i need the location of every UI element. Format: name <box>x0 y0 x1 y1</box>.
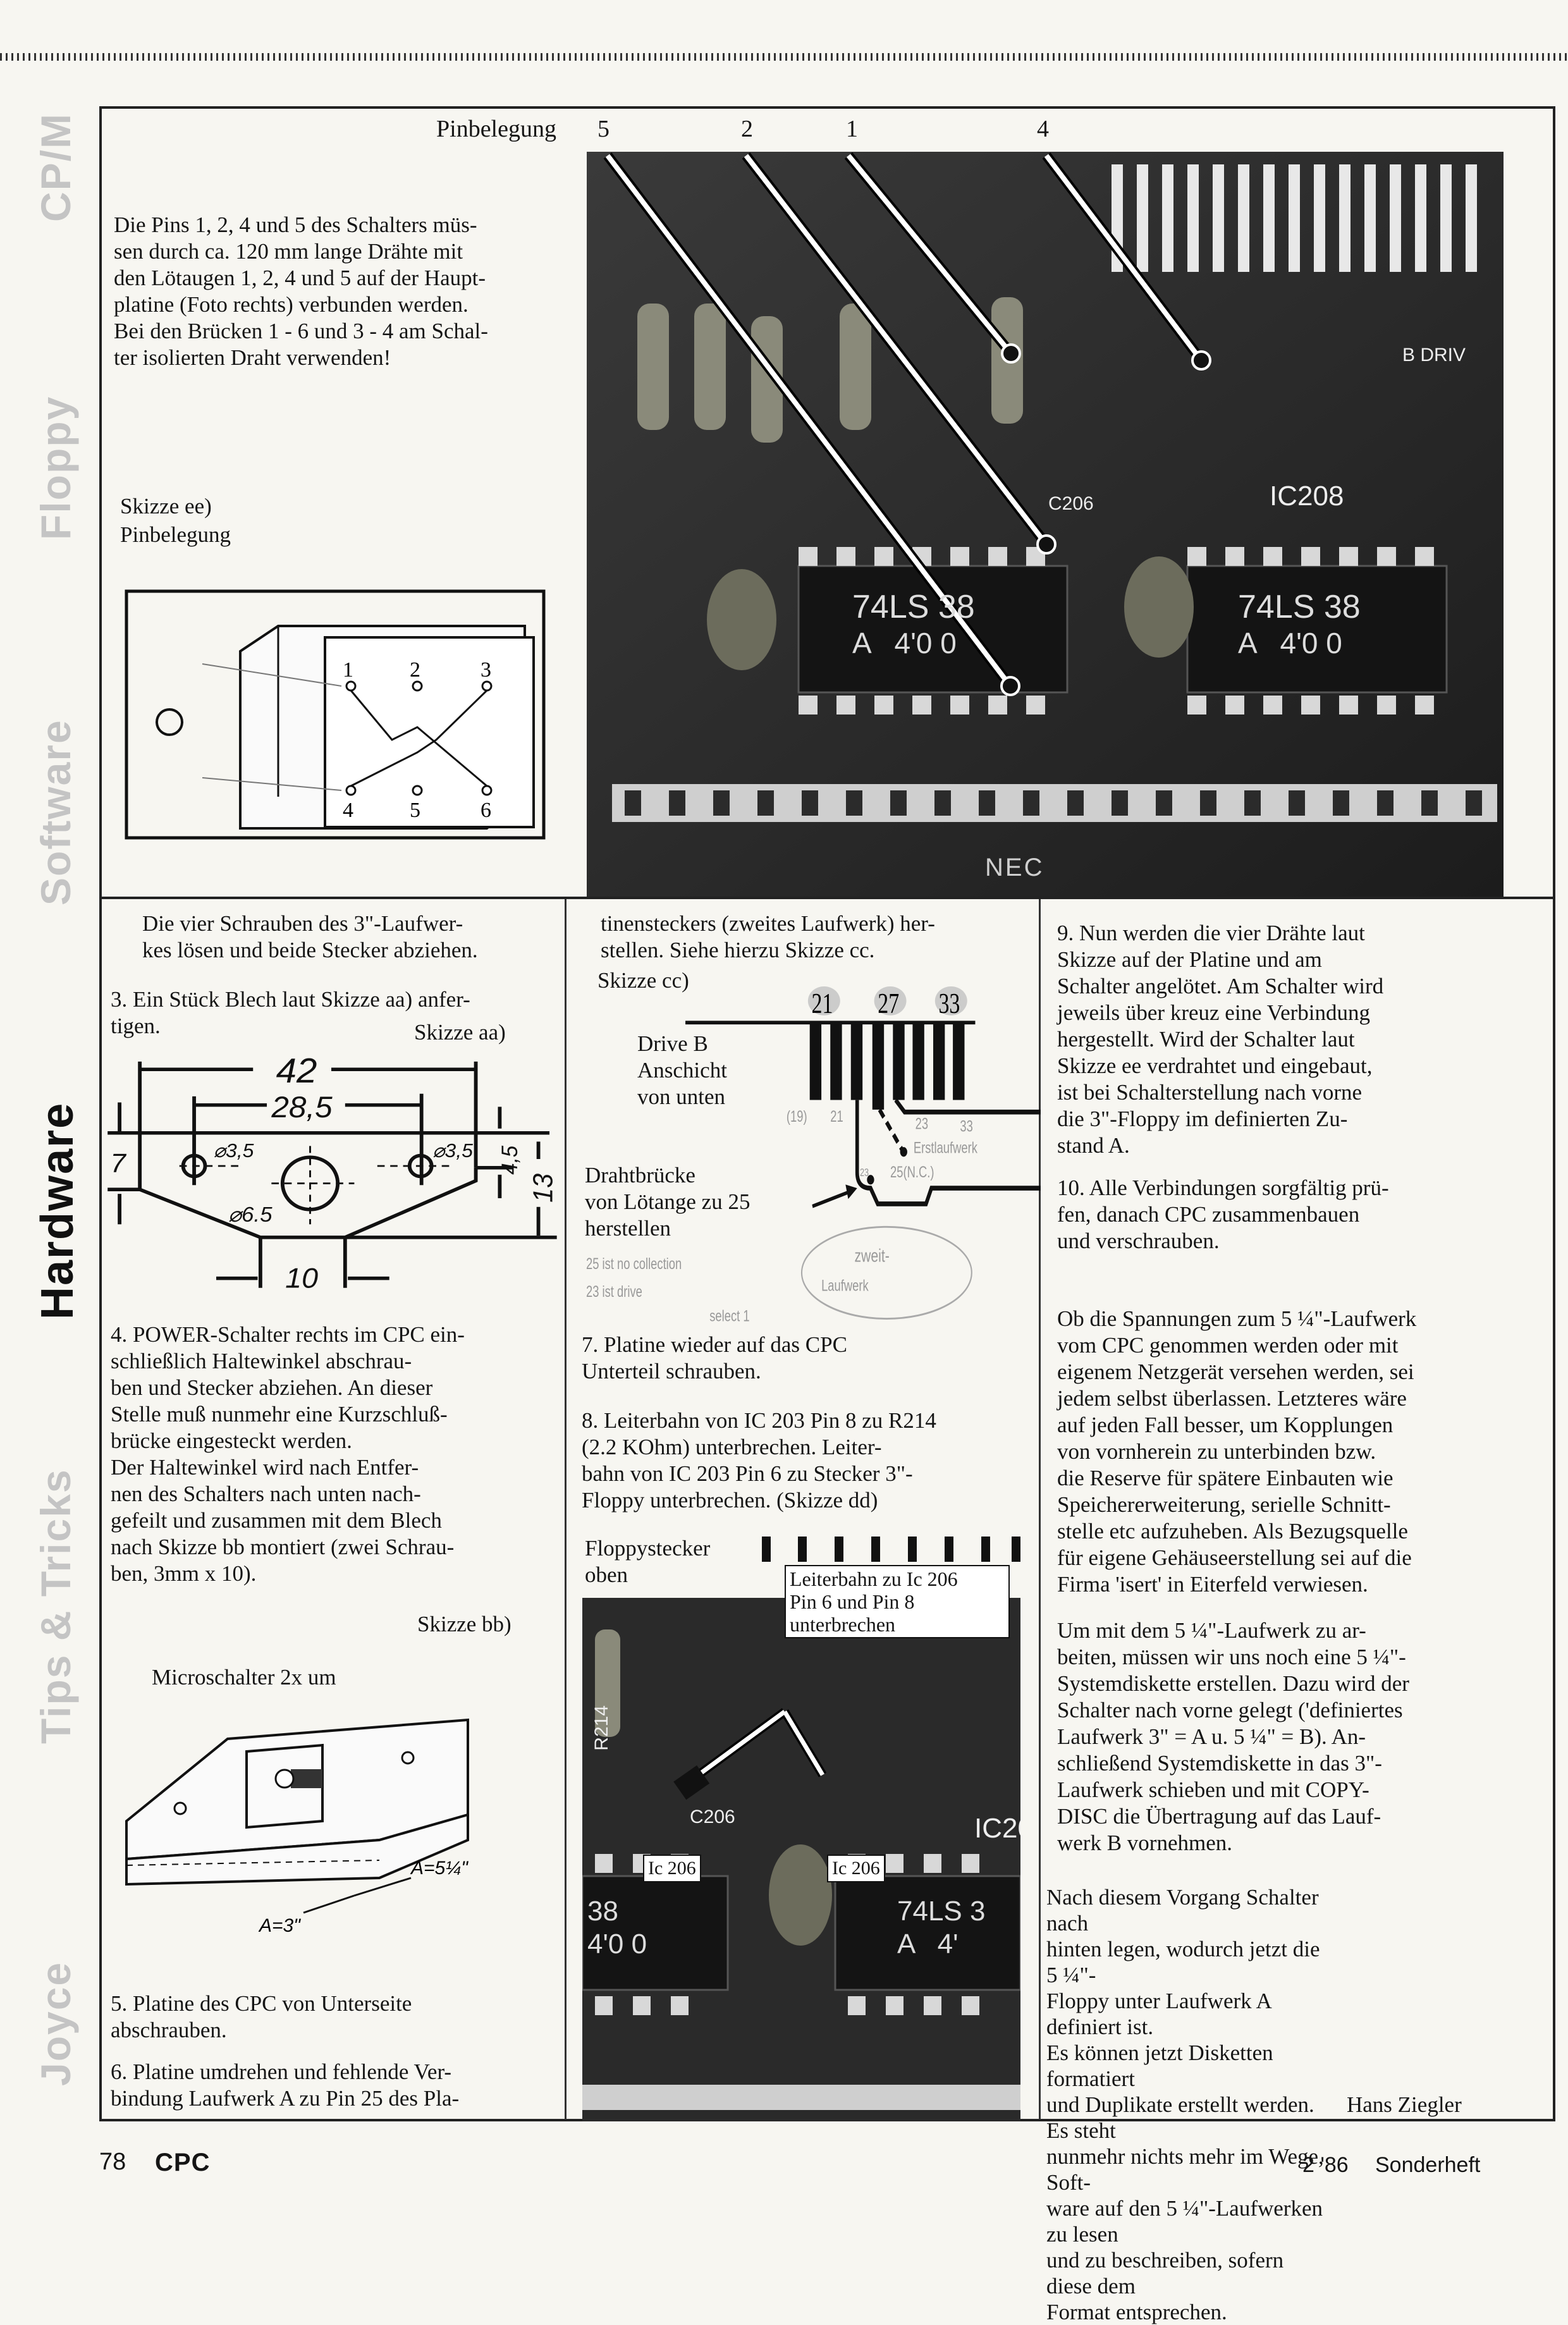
chip-label-right: 74LS 3 A 4' <box>897 1896 986 1960</box>
drive-b-label: Drive B Anschicht von unten <box>637 1031 727 1109</box>
label-a-5-25: A=5¼" <box>410 1858 469 1879</box>
dim-hole-spacing: 28,5 <box>271 1091 333 1124</box>
connector-pin-33: 33 <box>938 987 960 1019</box>
switch-pin-6: 6 <box>481 799 491 822</box>
column-rule <box>565 899 567 2119</box>
note-drive-select-2: select 1 <box>709 1307 749 1325</box>
paragraph-power-supply: Ob die Spannungen zum 5 ¼"-Laufwerk vom … <box>1057 1306 1417 1597</box>
switch-pin-3: 3 <box>481 658 491 682</box>
dim-big-hole: ⌀6.5 <box>228 1203 273 1227</box>
switch-pin-2: 2 <box>410 658 420 682</box>
chip-label-2: 74LS 38 <box>1238 589 1361 625</box>
note-no-connection: 25 ist no collection <box>586 1255 682 1272</box>
top-dotted-rule <box>0 53 1568 61</box>
step-4: 4. POWER-Schalter rechts im CPC ein- sch… <box>111 1322 465 1586</box>
sketch-bb-switch-mount: A=5¼" A=3" <box>125 1718 469 1936</box>
switch-pin-4: 4 <box>343 799 353 822</box>
issue-number: 2 '86 <box>1302 2153 1349 2177</box>
sidebar-item-hardware[interactable]: Hardware <box>32 1101 83 1320</box>
note-33: 33 <box>960 1117 972 1135</box>
ic206-detail-photo: R214 C206 IC20 38 4'0 0 74LS 3 A 4' Ic 2… <box>582 1598 1020 2121</box>
chip-code-left: 38 4'0 0 <box>587 1896 647 1960</box>
pin-label-2: 2 <box>741 116 753 142</box>
chip-label-1: 74LS 38 <box>852 589 975 625</box>
brand-label: NEC <box>985 854 1044 881</box>
note-19: (19) <box>787 1107 807 1125</box>
sidebar-item-software[interactable]: Software <box>32 719 79 906</box>
pin-label-5: 5 <box>597 116 609 142</box>
note-second-1: zweit- <box>854 1246 889 1267</box>
sidebar-item-tips-tricks[interactable]: Tips & Tricks <box>32 1468 79 1744</box>
label-a-3: A=3" <box>258 1915 301 1936</box>
ic-label: IC20 <box>974 1813 1020 1844</box>
paragraph-system-disk: Um mit dem 5 ¼"-Laufwerk zu ar- beiten, … <box>1057 1618 1409 1855</box>
connector-pins-icon <box>762 1537 1020 1562</box>
col2-intro: tinensteckers (zweites Laufwerk) her- st… <box>601 911 935 962</box>
step-3: 3. Ein Stück Blech laut Skizze aa) anfer… <box>111 987 470 1038</box>
sketch-bb-caption: Microschalter 2x um <box>152 1665 336 1690</box>
resistor-label: R214 <box>591 1705 612 1751</box>
page-number: 78 <box>99 2149 126 2175</box>
note-second-2: Laufwerk <box>821 1277 869 1294</box>
pin-label-1: 1 <box>846 116 858 142</box>
sketch-aa-bracket-drawing: 42 28,5 ⌀3,5 ⌀3,5 ⌀6.5 7 4,5 13 10 <box>107 1052 559 1294</box>
note-23b: 23 <box>860 1167 869 1179</box>
dim-offset: 4,5 <box>498 1146 522 1175</box>
step-7: 7. Platine wieder auf das CPC Unterteil … <box>582 1332 847 1383</box>
bridge-label: Drahtbrücke von Lötange zu 25 herstellen <box>585 1163 750 1241</box>
connector-pin-27: 27 <box>878 987 899 1019</box>
step-10: 10. Alle Verbindungen sorgfältig prü- fe… <box>1057 1175 1389 1253</box>
column-rule <box>1039 899 1041 2119</box>
ic206-label-left: Ic 206 <box>643 1855 701 1882</box>
connector-label: B DRIV <box>1402 345 1466 365</box>
sketch-bb-title: Skizze bb) <box>417 1612 511 1636</box>
sketch-cc-connector-drawing: 21 27 33 (19) 21 23 33 Erstlaufwerk 25(N… <box>586 986 1041 1325</box>
edition-label: Sonderheft <box>1375 2153 1481 2177</box>
author: Hans Ziegler <box>1347 2092 1462 2117</box>
note-drive-select: 23 ist drive <box>586 1282 642 1300</box>
pin-heading: Pinbelegung <box>436 116 556 142</box>
mainboard-photo: 74LS 38 A 4'0 0 74LS 38 A 4'0 0 IC208 C2… <box>587 152 1504 897</box>
dim-height: 13 <box>528 1174 558 1203</box>
cap-label: C206 <box>690 1807 735 1827</box>
note-23: 23 <box>916 1115 928 1132</box>
sketch-cc-title: Skizze cc) <box>597 968 689 993</box>
dim-small-hole-left: ⌀3,5 <box>214 1140 254 1162</box>
cap-label: C206 <box>1048 493 1094 514</box>
sidebar-item-cpm[interactable]: CP/M <box>32 113 79 223</box>
sketch-aa-title: Skizze aa) <box>414 1020 506 1045</box>
sidebar-item-joyce[interactable]: Joyce <box>32 1961 79 2086</box>
magazine-logo: CPC <box>155 2149 211 2176</box>
paragraph-conclusion: Nach diesem Vorgang Schalter nach hinten… <box>1046 1885 1324 2324</box>
step-8: 8. Leiterbahn von IC 203 Pin 8 zu R214 (… <box>582 1408 936 1512</box>
sidebar-item-floppy[interactable]: Floppy <box>32 395 79 541</box>
dim-stem: 10 <box>285 1263 318 1294</box>
switch-pin-1: 1 <box>343 658 353 682</box>
dim-tab: 7 <box>111 1150 127 1179</box>
floppy-connector-label: Floppystecker oben <box>585 1536 711 1587</box>
col1-intro: Die vier Schrauben des 3"-Laufwer- kes l… <box>142 911 478 962</box>
intro-paragraph: Die Pins 1, 2, 4 und 5 des Schalters müs… <box>114 212 488 370</box>
sketch-ee-subtitle: Pinbelegung <box>120 522 231 547</box>
section-divider <box>99 897 1555 899</box>
switch-pinout-sketch: 1 2 3 4 5 6 <box>125 589 546 840</box>
connector-pin-21: 21 <box>812 987 833 1019</box>
ic-label: IC208 <box>1270 481 1344 512</box>
note-21: 21 <box>830 1107 843 1125</box>
chip-code-1: A 4'0 0 <box>852 627 957 659</box>
switch-pin-5: 5 <box>410 799 420 822</box>
mounting-hole <box>156 708 183 736</box>
step-9: 9. Nun werden die vier Drähte laut Skizz… <box>1057 921 1384 1158</box>
dim-width: 42 <box>276 1052 317 1090</box>
pin-label-4: 4 <box>1037 116 1049 142</box>
note-nc: 25(N.C.) <box>890 1163 934 1181</box>
dim-small-hole-right: ⌀3,5 <box>432 1140 473 1162</box>
sketch-ee-title: Skizze ee) <box>120 494 212 518</box>
chip-code-2: A 4'0 0 <box>1238 627 1342 659</box>
ic206-label-right: Ic 206 <box>827 1855 885 1882</box>
note-first-drive: Erstlaufwerk <box>914 1139 977 1156</box>
step-5: 5. Platine des CPC von Unterseite abschr… <box>111 1991 412 2042</box>
trace-cut-callout: Leiterbahn zu Ic 206 Pin 6 und Pin 8 unt… <box>785 1565 1010 1638</box>
step-6: 6. Platine umdrehen und fehlende Ver- bi… <box>111 2059 460 2111</box>
